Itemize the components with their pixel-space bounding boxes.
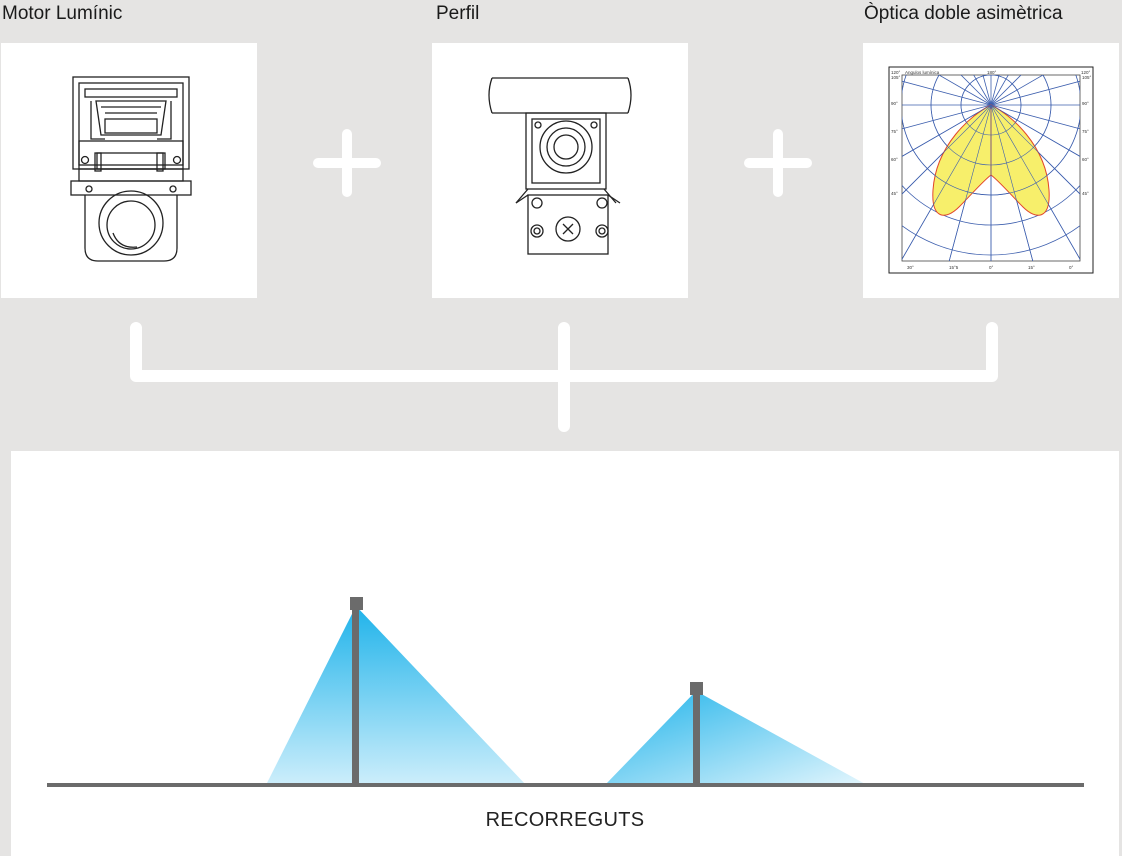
bracket-connector bbox=[130, 322, 998, 432]
recorreguts-caption: RECORREGUTS bbox=[485, 809, 645, 831]
lamp-pole bbox=[693, 691, 700, 785]
polar-grid-ray bbox=[902, 104, 992, 195]
polar-tick-label: 105° bbox=[891, 75, 901, 80]
perfil-card bbox=[432, 43, 688, 298]
luminaire-front-icon bbox=[70, 76, 192, 262]
polar-grid-ray bbox=[990, 104, 1080, 195]
polar-grid-ray bbox=[948, 104, 992, 261]
polar-tick-label: 15° bbox=[1028, 265, 1035, 270]
polar-grid-ray bbox=[902, 80, 992, 106]
polar-diagram-icon: 120° Angulos lumínica 180° 120° 105° 90° 7… bbox=[888, 66, 1094, 274]
polar-tick-label: 60° bbox=[1082, 157, 1089, 162]
polar-tick-label: 0° bbox=[1069, 265, 1074, 270]
polar-grid-ray bbox=[902, 104, 992, 130]
polar-tick-label: 45° bbox=[891, 191, 898, 196]
polar-tick-label: 90° bbox=[891, 101, 898, 106]
lamp-pole bbox=[352, 606, 359, 785]
motor-luminic-label: Motor Lumínic bbox=[2, 3, 123, 24]
polar-grid-ray bbox=[990, 75, 1044, 106]
polar-tick-label: 75° bbox=[1082, 129, 1089, 134]
polar-tick-label: 90° bbox=[1082, 101, 1089, 106]
polar-grid-ray bbox=[990, 104, 1080, 130]
profile-section-icon bbox=[488, 77, 632, 255]
polar-grid-ray bbox=[990, 104, 1034, 261]
optica-label: Òptica doble asimètrica bbox=[864, 3, 1063, 24]
polar-tick-label: 45° bbox=[1082, 191, 1089, 196]
motor-luminic-card bbox=[1, 43, 257, 298]
ground-line bbox=[47, 783, 1084, 787]
polar-header-right: 120° bbox=[1081, 70, 1091, 75]
street-lights-scene bbox=[47, 597, 1084, 787]
polar-grid-ray bbox=[902, 104, 992, 260]
lamp-head bbox=[350, 597, 363, 610]
recorreguts-panel: RECORREGUTS bbox=[11, 451, 1119, 856]
polar-grid-ray bbox=[990, 104, 1080, 157]
polar-intensity-lobe bbox=[932, 104, 992, 216]
plus-icon bbox=[313, 129, 381, 197]
polar-intensity-lobe bbox=[990, 104, 1050, 216]
light-beam bbox=[266, 606, 526, 785]
polar-grid-ray bbox=[902, 104, 992, 157]
polar-tick-label: 75° bbox=[891, 129, 898, 134]
polar-tick-label: 60° bbox=[891, 157, 898, 162]
polar-grid-ray bbox=[990, 104, 1080, 260]
polar-grid-ray bbox=[990, 80, 1080, 106]
polar-tick-label: 105° bbox=[1082, 75, 1092, 80]
plus-icon bbox=[744, 129, 812, 197]
perfil-label: Perfil bbox=[436, 3, 480, 24]
polar-grid-ray bbox=[938, 75, 992, 106]
polar-tick-label: 0° bbox=[989, 265, 994, 270]
polar-header-title: Angulos lumínica bbox=[905, 70, 940, 75]
optica-card: 120° Angulos lumínica 180° 120° 105° 90° 7… bbox=[863, 43, 1119, 298]
light-beam bbox=[605, 691, 867, 785]
polar-header-center: 180° bbox=[987, 70, 997, 75]
lamp-head bbox=[690, 682, 703, 695]
polar-tick-label: 30° bbox=[907, 265, 914, 270]
polar-tick-label: 15°5 bbox=[949, 265, 959, 270]
polar-header-left: 120° bbox=[891, 70, 901, 75]
